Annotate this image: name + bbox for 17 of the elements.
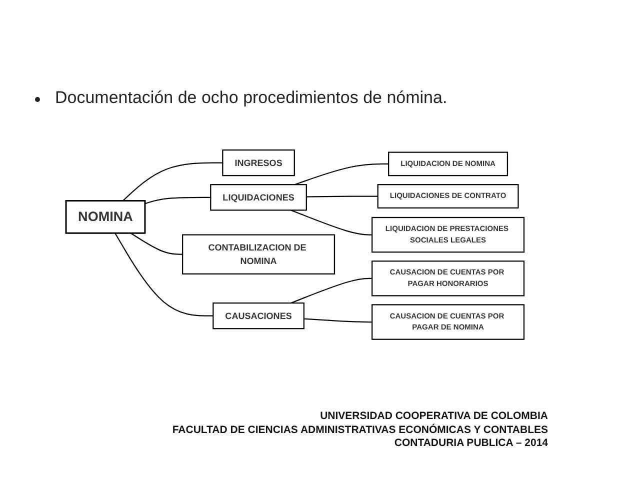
connector [294, 164, 389, 186]
connector [122, 162, 223, 202]
node-box: INGRESOS [222, 150, 295, 176]
node-box: CAUSACIONES [212, 302, 304, 330]
node-box: CONTABILIZACION DE NOMINA [182, 234, 336, 275]
node-box: NOMINA [65, 200, 146, 234]
footer-text: FACULTAD DE CIENCIAS ADMINISTRATIVAS ECONÓMICAS Y CONTABLES [172, 424, 548, 438]
connector [306, 196, 378, 198]
connector [130, 232, 183, 256]
footer-text: UNIVERSIDAD COOPERATIVA DE COLOMBIA [319, 410, 548, 424]
connector [144, 197, 211, 205]
title: Documentación de ocho procedimientos de nómina. [55, 88, 448, 108]
node-box: LIQUIDACIONES [210, 184, 307, 212]
connector [114, 233, 214, 317]
connector [290, 278, 372, 304]
connector [304, 318, 372, 323]
footer-text: CONTADURIA PUBLICA – 2014 [393, 437, 548, 451]
